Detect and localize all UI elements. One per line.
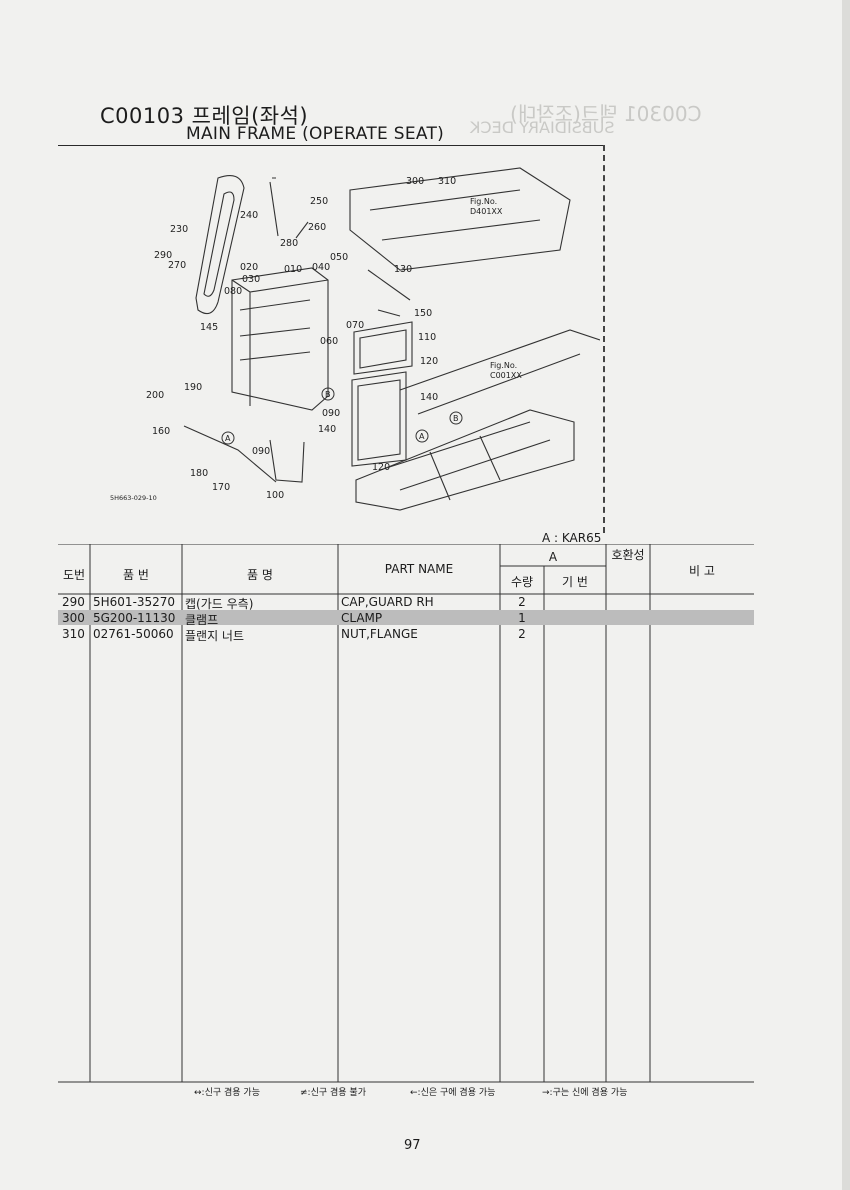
callout-270: 270 xyxy=(168,260,186,271)
header-remarks: 비 고 xyxy=(689,564,715,578)
callout-070: 070 xyxy=(346,320,364,331)
bleed-through-subtitle: SUBSIDIARY DECK xyxy=(470,118,615,137)
callout-090b: 090 xyxy=(252,446,270,457)
drawing-number: 5H663-029-10 xyxy=(110,494,157,502)
callout-190: 190 xyxy=(184,382,202,393)
header-base-no: 기 번 xyxy=(562,575,588,589)
row-310-ref: 310 xyxy=(62,627,85,641)
row-300-name-en: CLAMP xyxy=(341,611,383,625)
callout-240: 240 xyxy=(240,210,258,221)
callout-060: 060 xyxy=(320,336,338,347)
legend-not-interchangeable: ≠:신구 겸용 불가 xyxy=(300,1088,366,1098)
header-part-name: PART NAME xyxy=(384,562,454,576)
header-part-name-kr: 품 명 xyxy=(247,568,273,582)
callout-140b: 140 xyxy=(318,424,336,435)
callout-080: 080 xyxy=(224,286,242,297)
callout-040: 040 xyxy=(312,262,330,273)
row-310-name-kr: 플랜지 너트 xyxy=(185,629,245,643)
callout-290: 290 xyxy=(154,250,172,261)
callout-010: 010 xyxy=(284,264,302,275)
callout-170: 170 xyxy=(212,482,230,493)
callout-150: 150 xyxy=(414,308,432,319)
parts-table-grid xyxy=(58,544,754,1083)
callout-030: 030 xyxy=(242,274,260,285)
guard-frame-shape xyxy=(195,175,245,315)
fig-ref-c001: Fig.No. xyxy=(490,361,517,370)
diagram-divider xyxy=(603,145,605,533)
callout-300: 300 xyxy=(406,176,424,187)
title-rule xyxy=(58,145,603,146)
callout-100: 100 xyxy=(266,490,284,501)
row-300-ref: 300 xyxy=(62,611,85,625)
callout-120b: 120 xyxy=(372,462,390,473)
callout-120a: 120 xyxy=(420,356,438,367)
callout-090a: 090 xyxy=(322,408,340,419)
callout-230: 230 xyxy=(170,224,188,235)
row-290-name-en: CAP,GUARD RH xyxy=(341,595,434,609)
svg-text:B: B xyxy=(325,390,331,399)
callout-160: 160 xyxy=(152,426,170,437)
header-ref-no: 도번 xyxy=(62,568,86,582)
svg-text:A: A xyxy=(419,432,425,441)
row-290-qty: 2 xyxy=(518,595,526,609)
model-code-note: A : KAR65 xyxy=(542,531,602,545)
row-310-part-no: 02761-50060 xyxy=(93,627,174,641)
legend-new-to-old: ←:신은 구에 겸용 가능 xyxy=(410,1088,496,1098)
callout-280: 280 xyxy=(280,238,298,249)
highlighted-row-300 xyxy=(58,610,754,625)
row-300-part-no: 5G200-11130 xyxy=(93,611,176,625)
callout-260: 260 xyxy=(308,222,326,233)
fig-ref-d401: Fig.No. xyxy=(470,197,497,206)
svg-text:A: A xyxy=(225,434,231,443)
fig-ref-d401-id: D401XX xyxy=(470,207,503,216)
row-290-ref: 290 xyxy=(62,595,85,609)
fig-ref-c001-id: C001XX xyxy=(490,371,522,380)
callout-310: 310 xyxy=(438,176,456,187)
callout-250: 250 xyxy=(310,196,328,207)
row-300-qty: 1 xyxy=(518,611,526,625)
page-number: 97 xyxy=(404,1138,421,1153)
callout-145: 145 xyxy=(200,322,218,333)
header-qty: 수량 xyxy=(510,575,534,589)
row-310-qty: 2 xyxy=(518,627,526,641)
callout-050: 050 xyxy=(330,252,348,263)
legend-old-to-new: →:구는 신에 겸용 가능 xyxy=(542,1088,628,1098)
callout-200: 200 xyxy=(146,390,164,401)
callout-140a: 140 xyxy=(420,392,438,403)
scan-edge xyxy=(842,0,850,1190)
legend-interchangeable: ↔:신구 겸용 가능 xyxy=(194,1088,260,1098)
row-290-part-no: 5H601-35270 xyxy=(93,595,176,609)
callout-130: 130 xyxy=(394,264,412,275)
callout-180: 180 xyxy=(190,468,208,479)
header-compatibility: 호환성 xyxy=(611,548,645,562)
header-model-a: A xyxy=(548,550,558,564)
page-title-code: C00103 프레임(좌석) xyxy=(100,104,309,128)
svg-text:B: B xyxy=(453,414,459,423)
callout-020: 020 xyxy=(240,262,258,273)
row-300-name-kr: 클램프 xyxy=(185,613,219,627)
header-part-no: 품 번 xyxy=(123,568,149,582)
row-310-name-en: NUT,FLANGE xyxy=(341,627,418,641)
row-290-name-kr: 캡(가드 우측) xyxy=(185,597,254,611)
page-title-english: MAIN FRAME (OPERATE SEAT) xyxy=(186,124,445,144)
parts-diagram: 230 240 250 260 280 290 270 020 010 040 … xyxy=(110,167,600,511)
callout-110: 110 xyxy=(418,332,436,343)
